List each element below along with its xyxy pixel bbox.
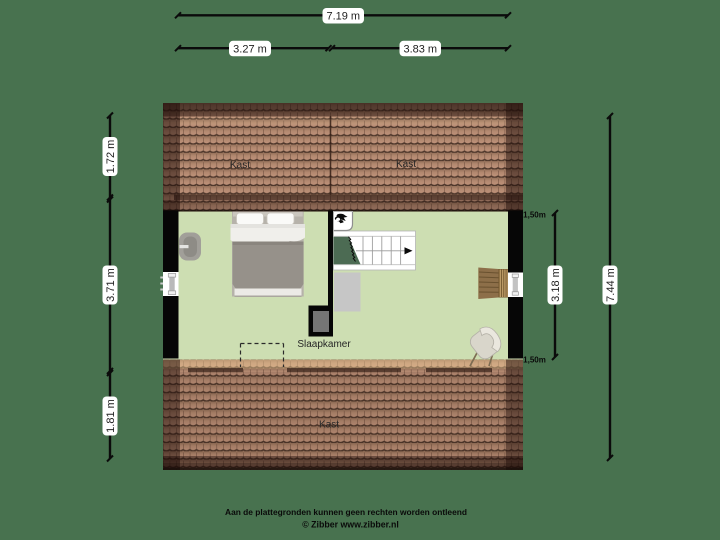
svg-text:Aan de plattegronden kunnen ge: Aan de plattegronden kunnen geen rechten… <box>225 507 467 517</box>
svg-text:1,50m: 1,50m <box>523 211 546 220</box>
svg-text:7.44 m: 7.44 m <box>605 268 617 302</box>
svg-text:1,50m: 1,50m <box>523 356 546 365</box>
svg-text:© Zibber www.zibber.nl: © Zibber www.zibber.nl <box>302 520 399 530</box>
svg-text:Kast: Kast <box>319 420 339 431</box>
svg-text:Kast: Kast <box>230 160 250 171</box>
svg-text:3.27 m: 3.27 m <box>233 43 267 55</box>
svg-text:7.19 m: 7.19 m <box>326 11 360 23</box>
svg-text:Kast: Kast <box>396 159 416 170</box>
svg-text:3.71 m: 3.71 m <box>105 268 117 302</box>
svg-text:Slaapkamer: Slaapkamer <box>297 339 351 350</box>
svg-text:1.81 m: 1.81 m <box>105 399 117 433</box>
svg-text:1.72 m: 1.72 m <box>105 140 117 174</box>
svg-text:3.83 m: 3.83 m <box>403 43 437 55</box>
svg-text:3.18 m: 3.18 m <box>550 268 562 302</box>
